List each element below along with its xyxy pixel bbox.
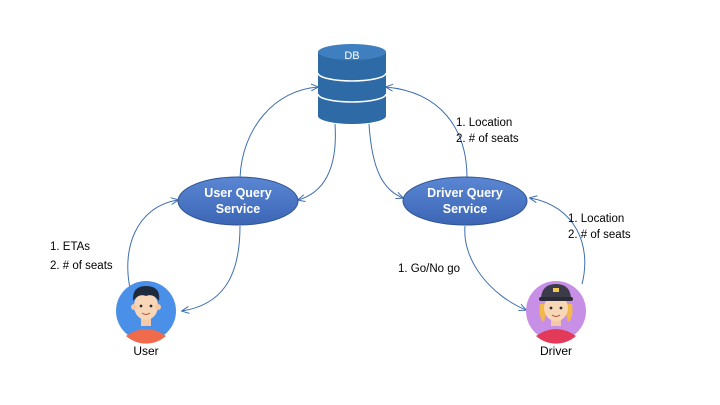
note-db-location: 1. Location	[456, 117, 512, 129]
user-label: User	[133, 344, 158, 358]
database-cylinder: DB	[317, 44, 387, 124]
driver-query-service-label-line2: Service	[443, 202, 488, 216]
note-driver-to-service: 1. Location 2. # of seats	[568, 213, 631, 241]
note-user-seats: 2. # of seats	[50, 260, 113, 272]
user-avatar-icon[interactable]	[116, 281, 176, 344]
note-user-eta: 1. ETAs	[50, 241, 90, 253]
arrow-driver-service-to-db	[386, 87, 468, 179]
arrow-driver-service-to-driver	[464, 225, 526, 310]
user-query-service-label-line1: User Query	[204, 186, 271, 200]
note-db-seats: 2. # of seats	[456, 133, 519, 145]
note-driver-location: 1. Location	[568, 213, 624, 225]
arrow-driver-to-driver-service	[530, 198, 586, 285]
note-driver-seats: 2. # of seats	[568, 229, 631, 241]
note-go-no-go: 1. Go/No go	[398, 263, 460, 275]
arrow-user-service-to-user	[182, 225, 241, 311]
driver-query-service[interactable]: Driver Query Service	[402, 176, 528, 226]
database-label: DB	[344, 50, 359, 62]
arrow-db-to-driver-service	[368, 123, 403, 198]
note-user-to-service: 1. ETAs 2. # of seats	[50, 241, 113, 272]
note-driver-service-to-driver: 1. Go/No go	[398, 263, 460, 275]
driver-avatar-icon[interactable]	[526, 281, 586, 344]
arrow-user-service-to-db	[239, 87, 318, 179]
arrow-user-to-user-service	[127, 200, 178, 289]
arrow-db-to-user-service	[298, 123, 336, 200]
user-query-service[interactable]: User Query Service	[177, 176, 299, 226]
user-query-service-label-line2: Service	[216, 202, 261, 216]
driver-query-service-label-line1: Driver Query	[427, 186, 503, 200]
driver-label: Driver	[540, 344, 572, 358]
note-driver-service-to-db: 1. Location 2. # of seats	[456, 117, 519, 145]
